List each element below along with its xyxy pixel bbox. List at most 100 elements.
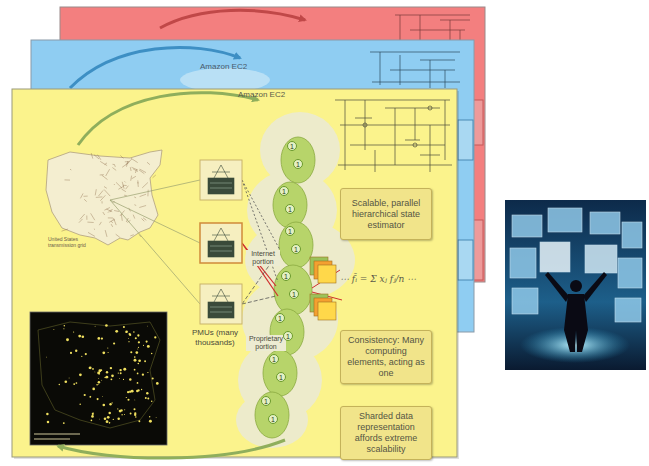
person-with-screens-photo [585, 245, 617, 273]
city-light [144, 360, 146, 362]
label-holder: Amazon EC2 [200, 62, 260, 72]
city-light [123, 368, 126, 371]
city-light [126, 332, 127, 333]
city-light [106, 371, 108, 373]
satellite-night-image [30, 312, 167, 445]
city-light [149, 416, 150, 417]
grid-line [113, 184, 115, 185]
device-label: PMUs (many thousands) [182, 328, 248, 348]
city-light [105, 376, 108, 379]
label-holder: 1 [279, 186, 289, 196]
city-light [137, 389, 139, 391]
city-light [127, 391, 129, 393]
city-light [45, 356, 47, 358]
back-slide-blue [370, 52, 460, 88]
callout-number: 1 [268, 414, 278, 424]
label-holder: 1 [293, 159, 303, 169]
map-caption: United States transmission grid [48, 236, 96, 248]
city-light [138, 420, 140, 422]
person-with-screens-photo [548, 208, 582, 232]
grid-line [112, 168, 116, 171]
person-with-screens-photo [545, 272, 569, 302]
city-light [107, 416, 110, 419]
city-light [147, 345, 150, 348]
city-light [92, 388, 95, 391]
city-light [123, 379, 124, 380]
label-holder: Internet portion [246, 250, 280, 266]
grid-line [91, 213, 95, 220]
network-label: Proprietary portion [246, 335, 286, 351]
city-light [138, 359, 141, 362]
grid-line [140, 194, 147, 196]
grid-line [118, 186, 123, 189]
grid-line [130, 176, 132, 181]
grid-line [122, 189, 126, 192]
city-light [91, 415, 94, 418]
grid-line [143, 218, 146, 221]
city-light [154, 336, 156, 338]
grid-line [84, 196, 88, 197]
city-light [137, 382, 139, 384]
city-light [112, 402, 113, 403]
person-with-screens-photo [570, 280, 582, 292]
circuit-schematic [335, 100, 452, 172]
grid-line [104, 187, 107, 189]
city-light [53, 329, 55, 331]
person-with-screens-photo [583, 272, 607, 302]
city-light [143, 345, 144, 346]
grid-line [122, 163, 129, 168]
box-text: Scalable, parallel hierarchical state es… [345, 198, 427, 231]
us-grid-map [46, 150, 162, 245]
city-light [131, 390, 134, 393]
city-light [101, 379, 103, 381]
city-light [113, 419, 114, 420]
pmu-icon [208, 302, 234, 318]
city-light [134, 399, 136, 401]
city-light [64, 325, 65, 326]
city-light [97, 398, 99, 400]
grid-line [133, 215, 135, 219]
label-holder: 1 [289, 289, 299, 299]
city-light [156, 382, 159, 385]
city-light [98, 378, 100, 380]
grid-line [130, 167, 132, 171]
grid-line [133, 169, 138, 172]
city-light [92, 368, 94, 370]
cloud-shape [242, 278, 338, 362]
label-holder: 1 [276, 372, 286, 382]
compute-ellipse [255, 392, 289, 438]
callout-number: 1 [269, 354, 279, 364]
city-light [110, 367, 112, 369]
cloud-shape [236, 112, 355, 448]
grid-line [134, 204, 136, 206]
city-light [101, 337, 103, 339]
callout-number: 1 [276, 372, 286, 382]
grid-line [134, 197, 136, 198]
grid-line [130, 235, 134, 236]
city-light [120, 372, 122, 374]
back-slide-blue [370, 52, 460, 88]
box-text: Consistency: Many computing elements, ac… [345, 335, 427, 379]
city-light [111, 374, 114, 377]
city-light [124, 414, 125, 415]
person-with-screens-photo [622, 222, 642, 248]
person-with-screens-photo [505, 200, 646, 370]
city-light [70, 352, 72, 354]
pmu-icon [212, 165, 230, 178]
front-slide-yellow [12, 89, 459, 459]
grid-line [123, 185, 127, 186]
data-shard-stack [310, 257, 336, 320]
grid-line [102, 201, 103, 203]
city-light [121, 414, 122, 415]
label-holder: ⋯ f̄ᵢ = Σ xⱼ fⱼ/n ⋯ [340, 274, 450, 285]
flow-arrow [78, 93, 258, 145]
cloud-label: Amazon EC2 [200, 62, 260, 72]
city-light [134, 356, 136, 358]
pmu-icon [210, 183, 232, 312]
pmu-link [242, 180, 280, 250]
back-slide-blue [180, 68, 270, 92]
formula: ⋯ f̄ᵢ = Σ xⱼ fⱼ/n ⋯ [340, 274, 450, 285]
box-text: Sharded data representation affords extr… [345, 411, 427, 455]
grid-line [62, 229, 69, 231]
city-light [141, 389, 142, 390]
